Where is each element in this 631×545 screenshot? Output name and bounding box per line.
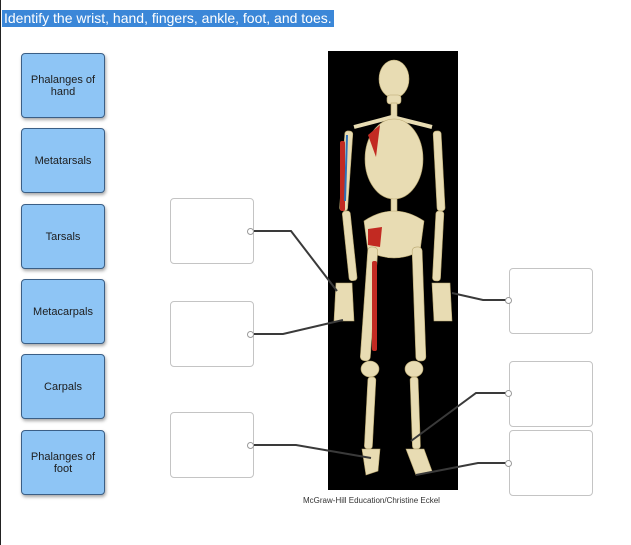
term-phalanges-of-hand[interactable]: Phalanges of hand <box>21 53 105 118</box>
drop-target-2[interactable] <box>170 301 254 367</box>
term-tarsals[interactable]: Tarsals <box>21 204 105 269</box>
drop-target-5[interactable] <box>509 361 593 427</box>
connector-dot <box>247 228 254 235</box>
drop-target-4[interactable] <box>509 268 593 334</box>
connector-dot <box>247 442 254 449</box>
connector-dot <box>505 390 512 397</box>
term-metacarpals[interactable]: Metacarpals <box>21 279 105 344</box>
drop-target-6[interactable] <box>509 430 593 496</box>
drop-target-3[interactable] <box>170 412 254 478</box>
question-text: Identify the wrist, hand, fingers, ankle… <box>2 10 334 27</box>
skeleton-photo <box>328 51 458 490</box>
connector-dot <box>505 297 512 304</box>
drop-target-1[interactable] <box>170 198 254 264</box>
connector-dot <box>247 331 254 338</box>
connector-dot <box>505 460 512 467</box>
term-phalanges-of-foot[interactable]: Phalanges of foot <box>21 430 105 495</box>
page-left-border <box>0 0 1 545</box>
term-metatarsals[interactable]: Metatarsals <box>21 128 105 193</box>
term-carpals[interactable]: Carpals <box>21 354 105 419</box>
image-credit: McGraw-Hill Education/Christine Eckel <box>303 496 440 505</box>
